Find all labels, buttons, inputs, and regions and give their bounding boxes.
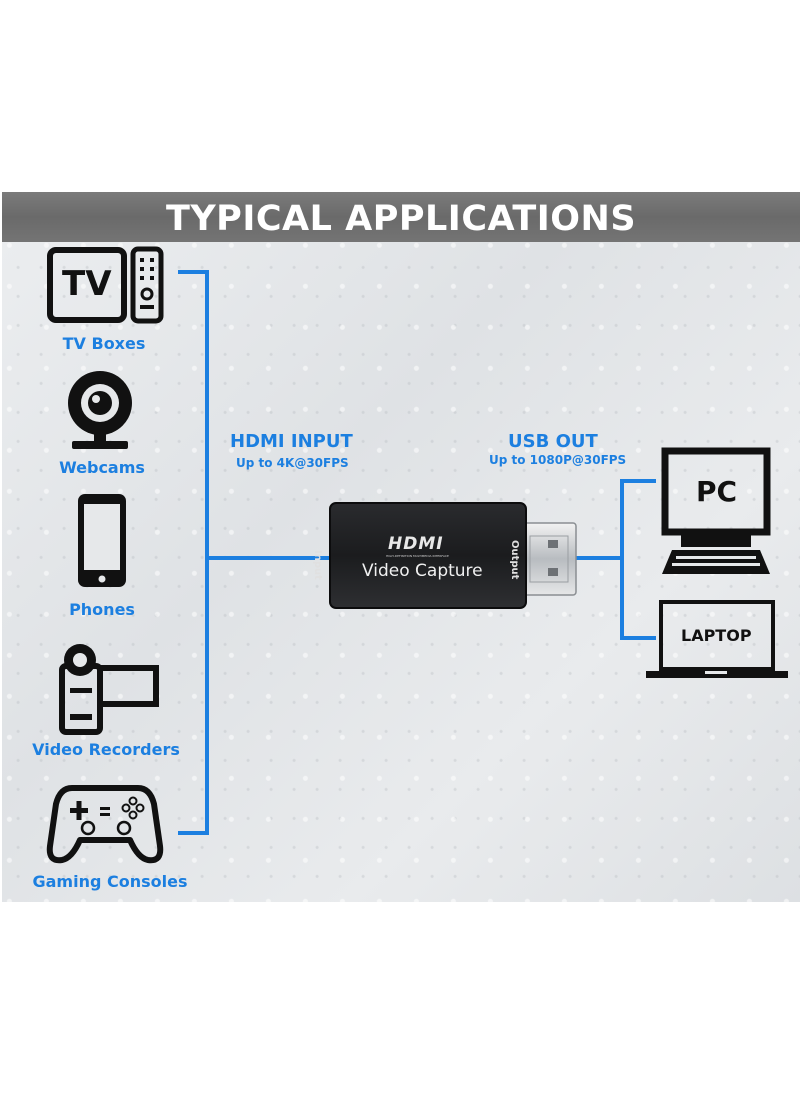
hdmi-input-spec: Up to 4K@30FPS <box>236 456 349 470</box>
source-label-tv-boxes: TV Boxes <box>62 334 146 353</box>
hdmi-input-title: HDMI INPUT <box>230 431 353 452</box>
device-hdmi-logo-subtitle: HIGH-DEFINITION MULTIMEDIA INTERFACE <box>386 554 449 558</box>
tv-icon-text: TV <box>62 264 112 304</box>
usb-out-spec: Up to 1080P@30FPS <box>489 453 627 467</box>
banner-title: TYPICAL APPLICATIONS <box>165 199 637 239</box>
title-banner: TYPICAL APPLICATIONS <box>2 192 800 242</box>
source-label-video-recorders: Video Recorders <box>32 740 180 759</box>
source-label-webcams: Webcams <box>59 458 145 477</box>
usb-out-title: USB OUT <box>508 431 598 452</box>
device-name: Video Capture <box>362 561 483 581</box>
device-hdmi-logo: HDMI <box>388 534 444 554</box>
pc-label: PC <box>696 475 738 508</box>
target-bracket-line <box>620 479 656 640</box>
laptop-label: LAPTOP <box>681 626 752 645</box>
source-label-phones: Phones <box>69 600 135 619</box>
source-label-gaming-consoles: Gaming Consoles <box>32 872 188 891</box>
source-bracket-line <box>178 270 209 835</box>
